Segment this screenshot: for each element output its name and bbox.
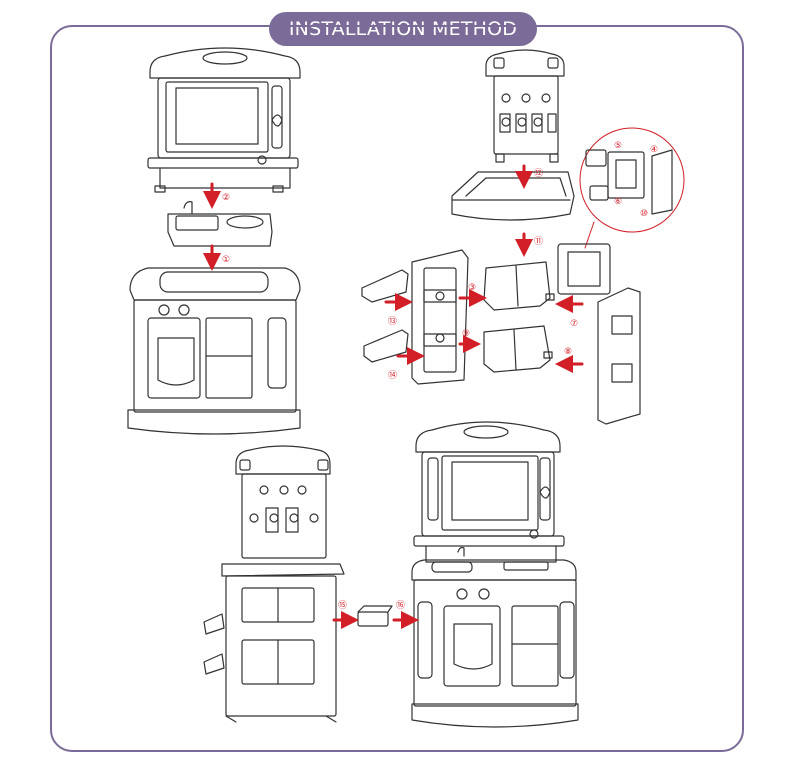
step-label-4: ④ [650,145,658,155]
step-label-6: ⑥ [614,197,622,207]
side-panel-right [557,243,641,425]
cabinet-part [127,267,301,435]
step-label-7: ⑦ [570,319,578,329]
assembled-kitchen [411,421,579,728]
step-label-16: ⑯ [396,600,405,611]
zoom-detail [579,127,685,249]
step-label-3: ③ [468,283,476,293]
back-panel-part [485,49,565,163]
step-label-13: ⑬ [388,316,397,327]
sink-part [167,201,273,247]
countertop-part [451,171,575,221]
content-frame [50,25,744,752]
step-arrows-right [384,164,584,373]
page-title: INSTALLATION METHOD [288,18,518,40]
step-label-15: ⑮ [338,600,347,611]
step-label-10: ⑩ [640,209,648,219]
step-label-9: ⑨ [462,329,470,339]
upper-panel-part [147,47,301,193]
basket-parts [483,261,555,373]
step-label-11: ⑪ [534,236,543,247]
shelf-unit [203,445,345,723]
drawer-parts [361,269,409,363]
title-banner: INSTALLATION METHOD [269,12,537,46]
step-label-8: ⑧ [564,347,572,357]
connector-part [357,605,393,627]
step-label-1: ① [222,255,230,265]
step-label-5: ⑤ [614,141,622,151]
step-label-14: ⑭ [388,370,397,381]
step-label-12: ⑫ [534,168,543,179]
step-label-2: ② [222,193,230,203]
zoom-circle-icon [579,127,685,233]
side-rack-left [411,249,469,385]
